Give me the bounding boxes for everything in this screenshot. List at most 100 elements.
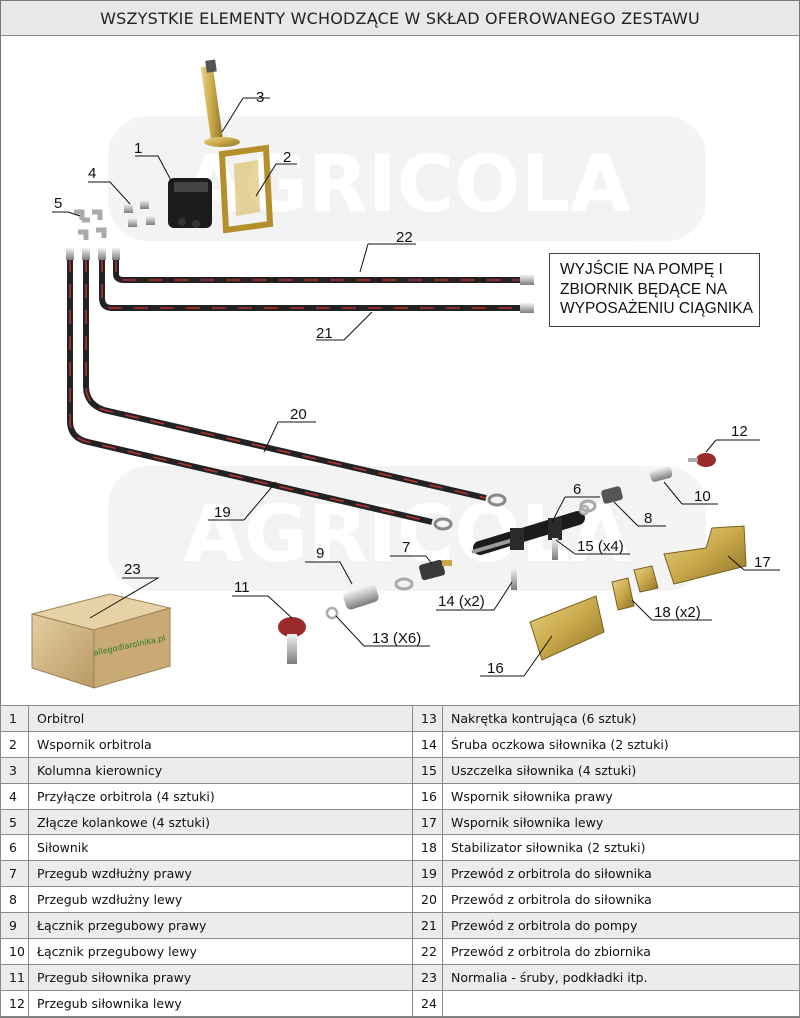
part-name: Siłownik <box>28 834 413 862</box>
part-name: Stabilizator siłownika (2 sztuki) <box>442 834 800 862</box>
part-number: 11 <box>0 963 29 991</box>
label-13: 13 (X6) <box>372 630 421 647</box>
elbow-connectors <box>74 209 107 240</box>
pump-tank-note: WYJŚCIE NA POMPĘ I ZBIORNIK BĘDĄCE NA WY… <box>549 253 760 327</box>
part-number: 18 <box>412 834 443 862</box>
hardware-box: allegodlarolnika.pl <box>31 593 172 689</box>
label-19: 19 <box>214 504 231 521</box>
part-name: Przewód z orbitrola do zbiornika <box>442 938 800 965</box>
steering-column <box>200 59 240 147</box>
label-8: 8 <box>644 510 652 527</box>
lock-nuts <box>325 504 590 620</box>
part-name: Przegub siłownika prawy <box>28 963 413 991</box>
part-number: 13 <box>412 705 443 732</box>
part-number: 3 <box>0 756 29 784</box>
ball-link-right <box>343 584 379 610</box>
axial-joint-right <box>394 559 452 591</box>
part-name: Przewód z orbitrola do siłownika <box>442 886 800 914</box>
part-number: 12 <box>0 989 29 1017</box>
hose-19 <box>67 258 453 531</box>
note-line-2: ZBIORNIK BĘDĄCE NA <box>560 280 728 298</box>
label-16: 16 <box>487 660 504 677</box>
part-number: 20 <box>412 886 443 914</box>
part-name: Przegub siłownika lewy <box>28 989 413 1017</box>
ball-link-left <box>649 466 673 482</box>
label-9: 9 <box>316 545 324 562</box>
part-number: 19 <box>412 860 443 888</box>
hose-22 <box>113 258 534 285</box>
part-number: 7 <box>0 860 29 888</box>
part-name: Kolumna kierownicy <box>28 756 413 784</box>
part-name: Śruba oczkowa siłownika (2 sztuki) <box>442 730 800 758</box>
part-number: 24 <box>412 989 443 1017</box>
label-10: 10 <box>694 488 711 505</box>
part-number: 9 <box>0 912 29 940</box>
label-15: 15 (x4) <box>577 538 624 555</box>
label-7: 7 <box>402 539 410 556</box>
label-11: 11 <box>234 579 250 596</box>
label-14: 14 (x2) <box>438 593 485 610</box>
part-number: 8 <box>0 886 29 914</box>
part-name: Orbitrol <box>28 705 413 732</box>
part-name: Uszczelka siłownika (4 sztuki) <box>442 756 800 784</box>
part-number: 22 <box>412 938 443 965</box>
label-21: 21 <box>316 325 333 342</box>
label-4: 4 <box>88 165 96 182</box>
part-number: 17 <box>412 808 443 836</box>
part-name: Przegub wzdłużny lewy <box>28 886 413 914</box>
hose-20 <box>83 258 507 507</box>
label-22: 22 <box>396 229 413 246</box>
part-name: Przyłącze orbitrola (4 sztuki) <box>28 782 413 810</box>
note-line-3: WYPOSAŻENIU CIĄGNIKA <box>560 300 753 317</box>
watermark-middle: AGRICOLA <box>108 466 706 591</box>
leader-lines <box>52 97 780 677</box>
label-17: 17 <box>754 554 771 571</box>
part-number: 5 <box>0 808 29 836</box>
part-name: Wspornik orbitrola <box>28 730 413 758</box>
part-number: 23 <box>412 963 443 991</box>
banjo-bolts <box>511 538 558 590</box>
part-number: 10 <box>0 938 29 965</box>
hose-21 <box>99 258 534 313</box>
steering-cylinder <box>471 511 585 555</box>
part-name: Nakrętka kontrująca (6 sztuk) <box>442 705 800 732</box>
part-name: Łącznik przegubowy prawy <box>28 912 413 940</box>
part-name <box>442 989 800 1017</box>
cylinder-joint-left <box>688 453 716 467</box>
part-name: Przewód z orbitrola do siłownika <box>442 860 800 888</box>
part-number: 1 <box>0 705 29 732</box>
part-number: 21 <box>412 912 443 940</box>
callout-labels: 1 2 3 4 5 6 7 8 9 10 11 12 13 (X6) 14 (x… <box>54 89 771 677</box>
label-23: 23 <box>124 561 141 578</box>
part-name: Przegub wzdłużny prawy <box>28 860 413 888</box>
label-18: 18 (x2) <box>654 604 701 621</box>
part-number: 4 <box>0 782 29 810</box>
orbitrol-bracket <box>218 144 274 234</box>
page-title: WSZYSTKIE ELEMENTY WCHODZĄCE W SKŁAD OFE… <box>1 1 799 36</box>
cylinder-bracket-left <box>663 525 747 585</box>
label-12: 12 <box>731 423 748 440</box>
part-name: Wspornik siłownika prawy <box>442 782 800 810</box>
hose-fittings <box>66 248 120 260</box>
label-3: 3 <box>256 89 264 106</box>
orbitrol-fittings <box>124 200 155 227</box>
cylinder-bracket-right <box>529 595 605 661</box>
part-name: Normalia - śruby, podkładki itp. <box>442 963 800 991</box>
part-name: Złącze kolankowe (4 sztuki) <box>28 808 413 836</box>
part-name: Przewód z orbitrola do pompy <box>442 912 800 940</box>
label-20: 20 <box>290 406 307 423</box>
cylinder-joint-right <box>278 617 306 664</box>
cylinder-stabilizers <box>611 565 659 611</box>
note-line-1: WYJŚCIE NA POMPĘ I <box>560 261 723 278</box>
